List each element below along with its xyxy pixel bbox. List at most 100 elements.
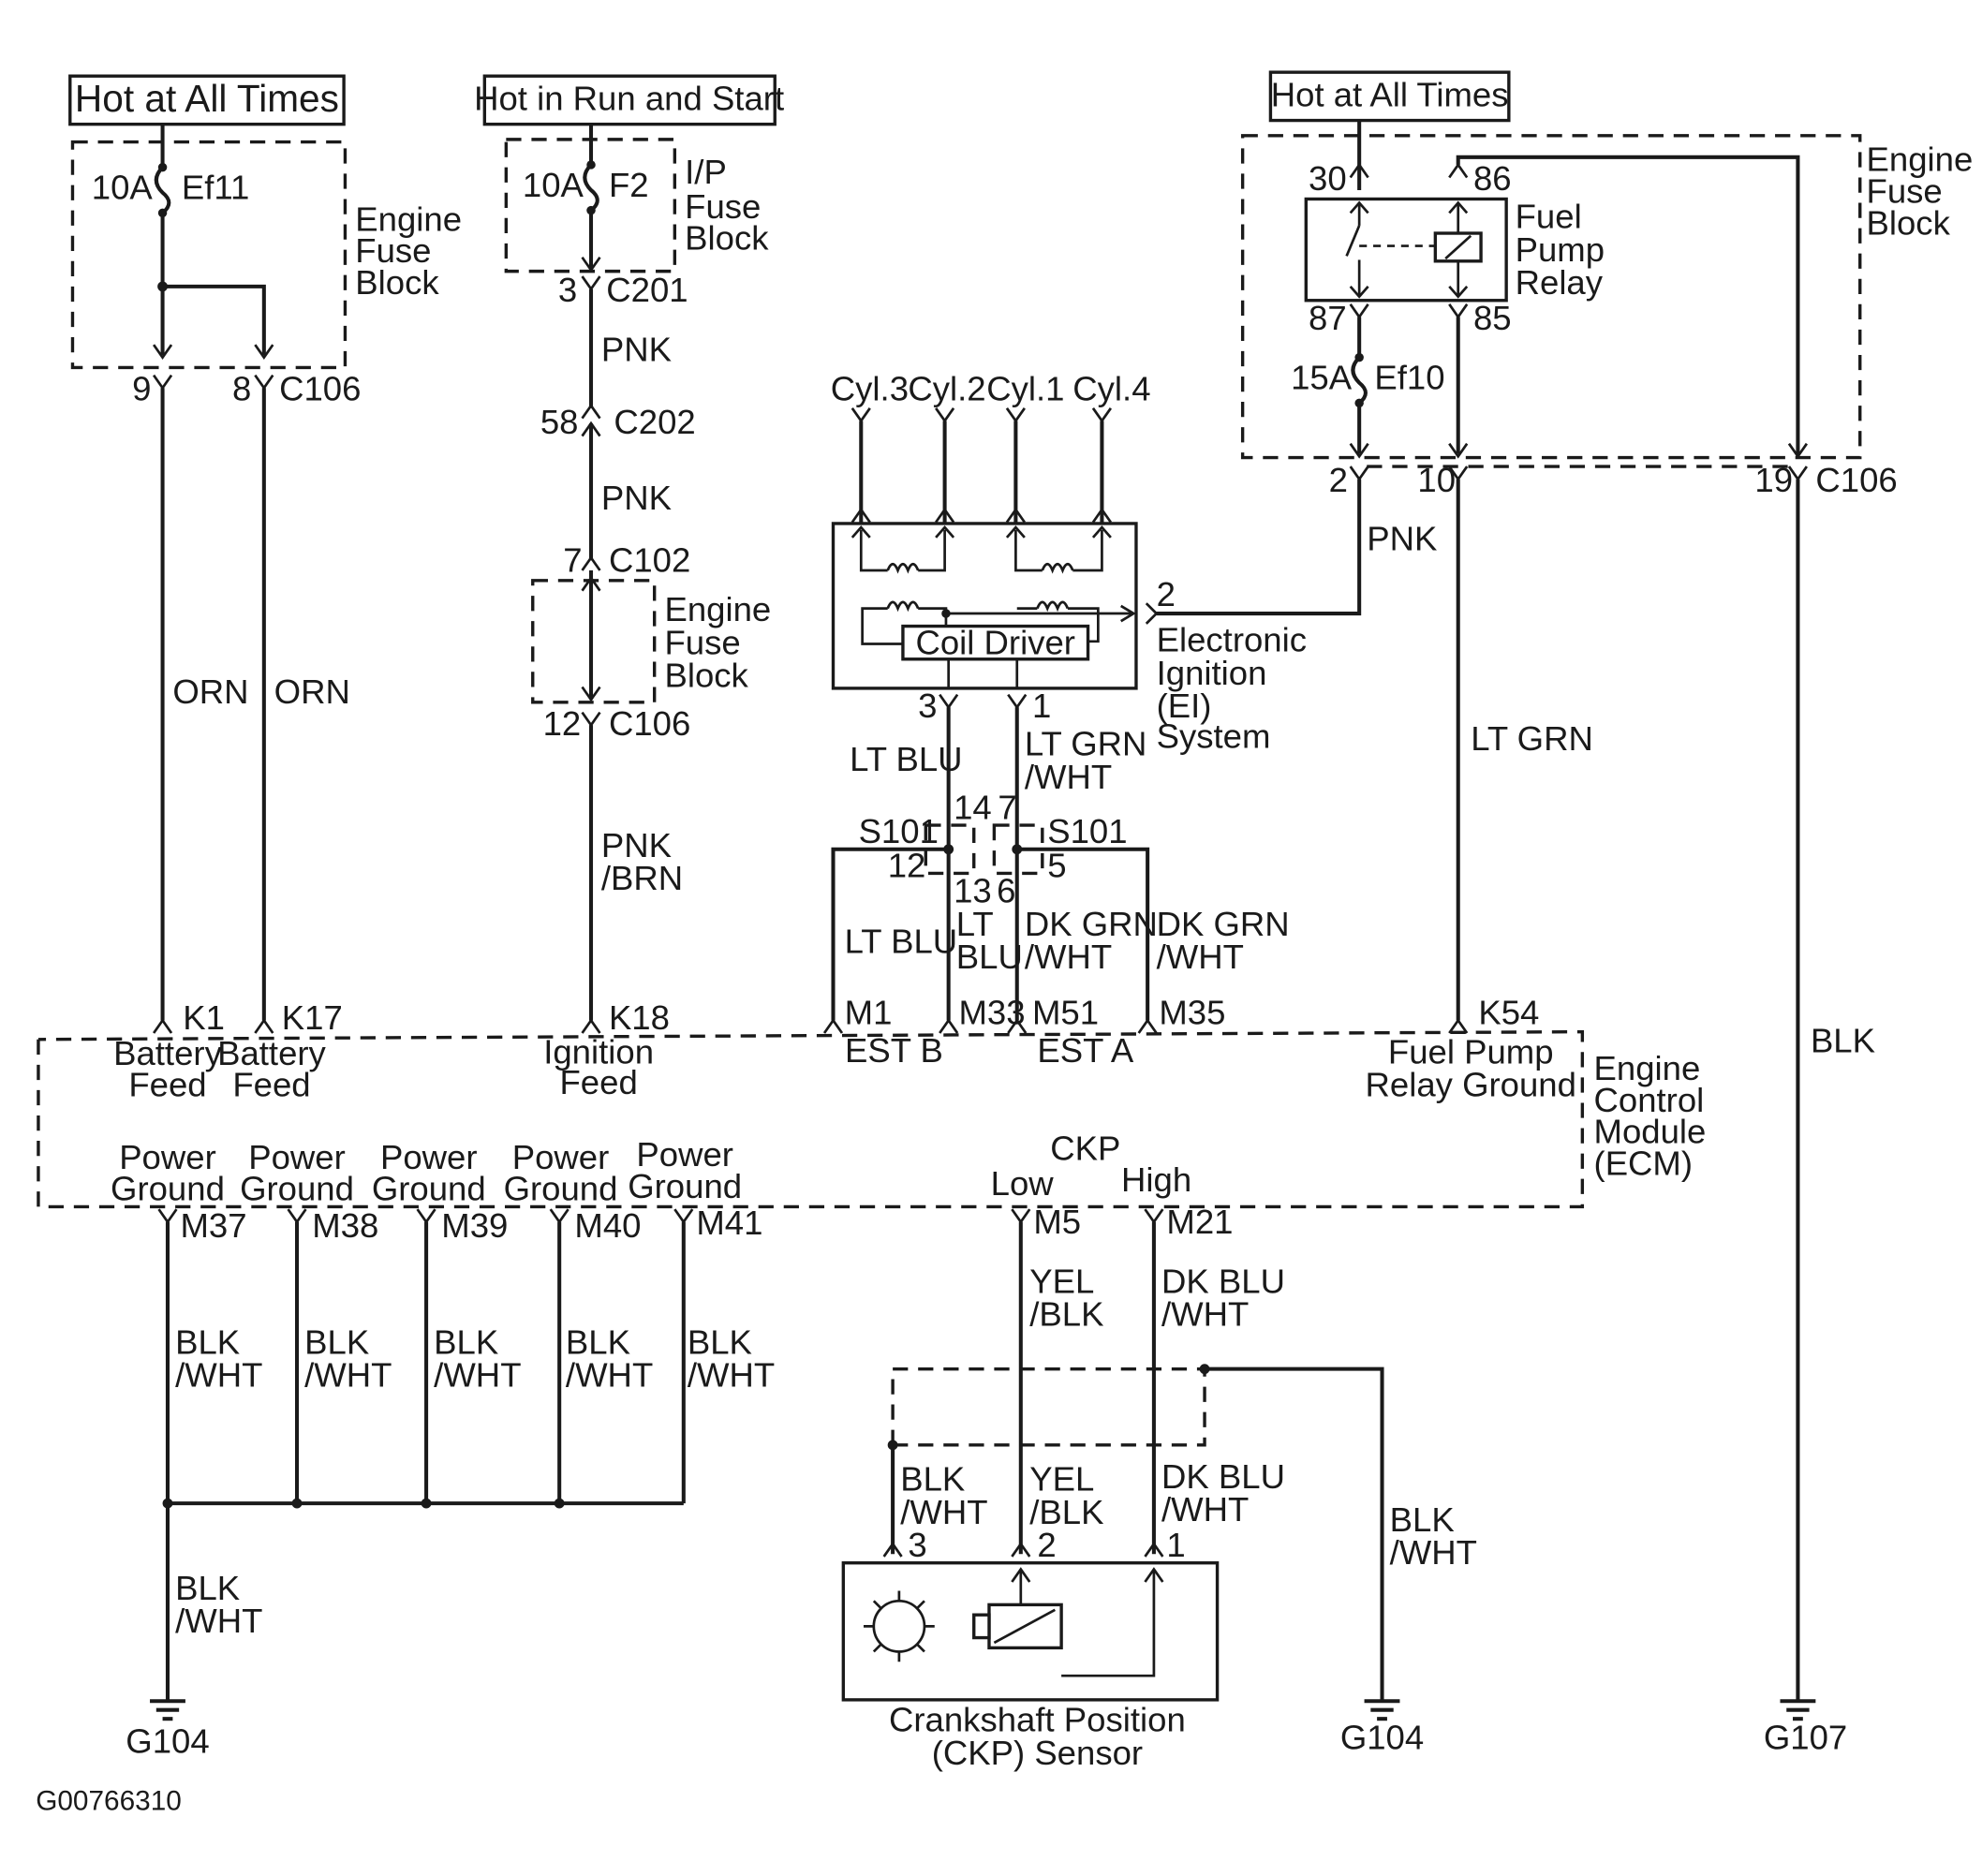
wire-pnk-brn-b: /BRN xyxy=(601,859,683,897)
electronic-ignition-system: Cyl.3 Cyl.2 Cyl.1 Cyl.4 Coil Driver 2 El… xyxy=(831,370,1362,1021)
ecm-pin-m5: M5 xyxy=(1033,1203,1081,1241)
engine-control-module: Engine Control Module (ECM) K1 K17 K18 M… xyxy=(37,994,1707,1209)
power-ground-label-2b: Ground xyxy=(240,1170,354,1208)
pin-9: 9 xyxy=(132,370,151,408)
ei-pin-1: 1 xyxy=(1032,687,1051,725)
engine-fuse-block-outline-1 xyxy=(70,140,348,370)
ckp-sensor-label-a: Crankshaft Position xyxy=(889,1701,1186,1739)
splice-pin-7: 7 xyxy=(998,788,1016,826)
ckp-pin-2: 2 xyxy=(1037,1526,1056,1564)
ecm-pin-m51: M51 xyxy=(1032,994,1099,1032)
ip-fuse-block-label-c: Block xyxy=(685,219,769,258)
wire-pnk-2: PNK xyxy=(601,479,672,517)
wire-pnk-relay: PNK xyxy=(1367,519,1437,557)
wire-blk-wht-m40a: BLK xyxy=(566,1322,630,1361)
power-ground-label-3a: Power xyxy=(380,1138,478,1176)
wire-blk-wht-m38a: BLK xyxy=(304,1322,369,1361)
relay-pin-86: 86 xyxy=(1473,159,1512,198)
ei-module-box xyxy=(831,522,1138,690)
ecm-label-a: Engine xyxy=(1594,1049,1701,1087)
coil-secondary-icon xyxy=(886,600,1070,613)
coil-driver-box xyxy=(901,624,1090,661)
cylinder-1-label: Cyl.1 xyxy=(986,370,1064,408)
hot-at-all-times-box-2 xyxy=(1268,70,1511,123)
fuse-f2-rating: 10A xyxy=(523,166,584,204)
wire-blk-wht-m39a: BLK xyxy=(434,1322,498,1361)
connector-c106-label-3: C106 xyxy=(1815,461,1897,499)
wire-orn-1: ORN xyxy=(172,672,248,711)
fuse-ef10-icon xyxy=(1351,356,1368,405)
ecm-pin-m39: M39 xyxy=(441,1206,508,1245)
power-ground-label-1b: Ground xyxy=(111,1170,225,1208)
wire-blk-wht-m37a: BLK xyxy=(175,1322,240,1361)
ei-system-label-d: System xyxy=(1157,716,1271,755)
fuse-ef10-name: Ef10 xyxy=(1374,358,1444,396)
ei-pin-2: 2 xyxy=(1157,575,1176,613)
fuel-pump-relay-circuit: Hot at All Times Engine Fuse Block 30 86… xyxy=(1240,70,1973,1757)
ecm-pin-m40: M40 xyxy=(574,1206,641,1245)
pin-7-c102: 7 xyxy=(563,540,582,579)
wire-dk-grn-wht-1a: DK GRN xyxy=(1025,905,1158,943)
wire-dk-blu-wht-1b: /WHT xyxy=(1161,1295,1249,1334)
connector-c202-label: C202 xyxy=(614,403,695,441)
wire-dk-blu-wht-1a: DK BLU xyxy=(1161,1262,1285,1300)
wire-blk-wht-shield-a: BLK xyxy=(1390,1500,1455,1539)
relay-switch-icon xyxy=(1345,225,1361,257)
wire-lt-grn: LT GRN xyxy=(1471,719,1593,758)
coil-driver-label: Coil Driver xyxy=(915,623,1074,661)
ecm-pin-k17: K17 xyxy=(282,998,343,1037)
ei-system-label-a: Electronic xyxy=(1157,621,1307,659)
connector-c102-label: C102 xyxy=(609,540,690,579)
power-ground-label-2a: Power xyxy=(248,1138,346,1176)
ecm-label-d: (ECM) xyxy=(1594,1145,1694,1183)
wire-blk-wht-g104b: /WHT xyxy=(175,1602,262,1640)
wire-lt-grn-wht-b: /WHT xyxy=(1025,758,1112,796)
ground-g104-label-b: G104 xyxy=(1340,1719,1424,1757)
ecm-pin-m33: M33 xyxy=(958,994,1025,1032)
wire-blk-wht-ckp-b: /WHT xyxy=(900,1493,987,1531)
power-ground-label-5a: Power xyxy=(636,1135,733,1174)
relay-pin-85: 85 xyxy=(1473,299,1512,337)
wire-dk-blu-wht-2b: /WHT xyxy=(1161,1490,1249,1529)
ckp-low-label: Low xyxy=(991,1164,1055,1203)
ckp-sensor-label-b: (CKP) Sensor xyxy=(932,1734,1143,1772)
ecm-outline xyxy=(37,1029,1585,1209)
power-ground-label-5b: Ground xyxy=(628,1167,742,1205)
engine-fuse-block-label-3c: Block xyxy=(1867,203,1951,242)
ei-pin-3: 3 xyxy=(918,687,937,725)
relay-pin-30: 30 xyxy=(1309,159,1347,198)
fuel-pump-relay-label-c: Relay xyxy=(1516,263,1604,302)
wire-dk-grn-wht-1b: /WHT xyxy=(1025,938,1112,976)
engine-fuse-block-label-1b: Fuse xyxy=(355,231,431,270)
ckp-shield-outline xyxy=(891,1366,1206,1447)
fuel-pump-relay-ground-label-a: Fuel Pump xyxy=(1388,1032,1554,1071)
reluctor-wheel-icon xyxy=(863,1590,935,1662)
wire-yel-blk-2a: YEL xyxy=(1029,1460,1094,1499)
ckp-pin-3: 3 xyxy=(908,1526,926,1564)
hot-at-all-times-box-1 xyxy=(68,74,346,126)
wire-blk-wht-m41b: /WHT xyxy=(688,1356,775,1395)
wire-blk-wht-m40b: /WHT xyxy=(566,1356,653,1395)
connector-arrows-top xyxy=(152,344,274,361)
ip-fuse-block-label-b: Fuse xyxy=(685,187,761,226)
wire-yel-blk-1a: YEL xyxy=(1029,1262,1094,1300)
wire-blk-wht-g104a: BLK xyxy=(175,1569,240,1607)
engine-fuse-block-label-2a: Engine xyxy=(665,590,772,628)
ecm-pin-k54: K54 xyxy=(1478,994,1539,1032)
ei-system-label-b: Ignition xyxy=(1157,654,1267,692)
engine-fuse-block-outline-2 xyxy=(531,579,657,704)
figure-id: G00766310 xyxy=(36,1786,182,1817)
ecm-pin-m21: M21 xyxy=(1166,1203,1233,1241)
wire-blk-wht-shield-b: /WHT xyxy=(1390,1533,1477,1572)
cylinder-2-label: Cyl.2 xyxy=(908,370,985,408)
ecm-pin-m37: M37 xyxy=(181,1206,247,1245)
ei-system-label-c: (EI) xyxy=(1157,687,1212,725)
ecm-label-c: Module xyxy=(1594,1113,1707,1151)
hot-in-run-and-start-box xyxy=(482,74,777,126)
ecm-pin-k18: K18 xyxy=(609,998,670,1037)
splice-pin-12: 12 xyxy=(888,847,926,885)
engine-fuse-block-label-3b: Fuse xyxy=(1867,172,1943,211)
est-a-label: EST A xyxy=(1037,1031,1134,1070)
battery-feed-label-2b: Feed xyxy=(232,1066,310,1104)
